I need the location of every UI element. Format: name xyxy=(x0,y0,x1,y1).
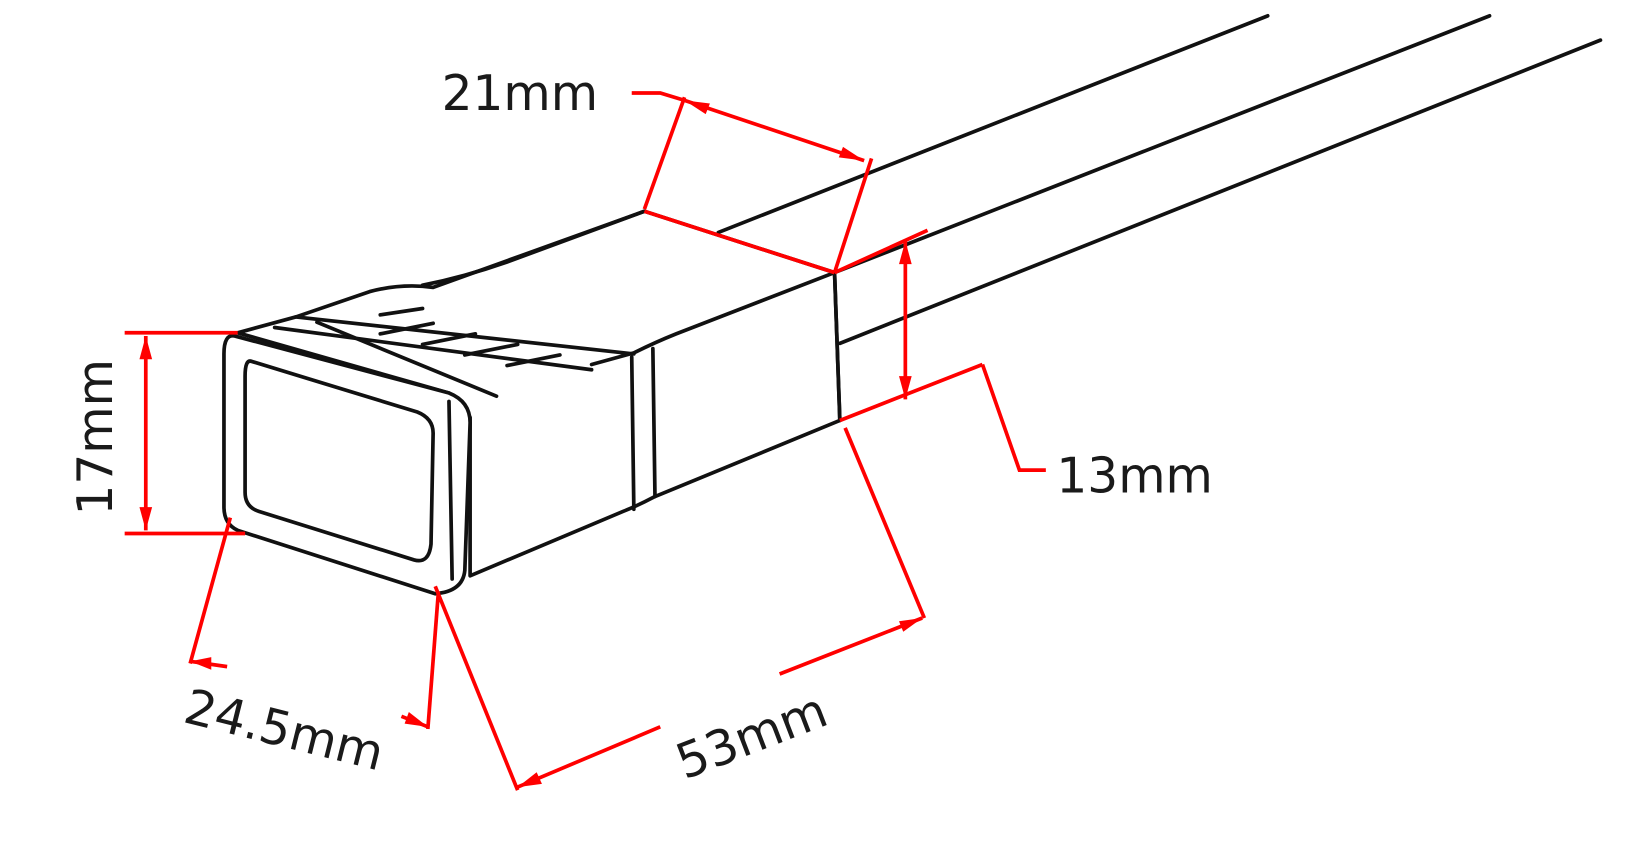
dimension-cable-width: 21mm xyxy=(442,66,874,275)
connector-front-face xyxy=(222,333,472,596)
label-cable-width: 21mm xyxy=(442,66,598,122)
label-cable-height: 13mm xyxy=(1056,448,1212,504)
dimension-connector-height: 17mm xyxy=(68,330,246,536)
label-connector-length: 53mm xyxy=(669,683,835,791)
dimension-cable-height: 13mm xyxy=(833,228,1213,504)
flat-cable xyxy=(716,13,1603,346)
label-connector-height: 17mm xyxy=(68,359,124,515)
label-connector-width: 24.5mm xyxy=(179,679,389,782)
connector-body xyxy=(235,209,842,578)
